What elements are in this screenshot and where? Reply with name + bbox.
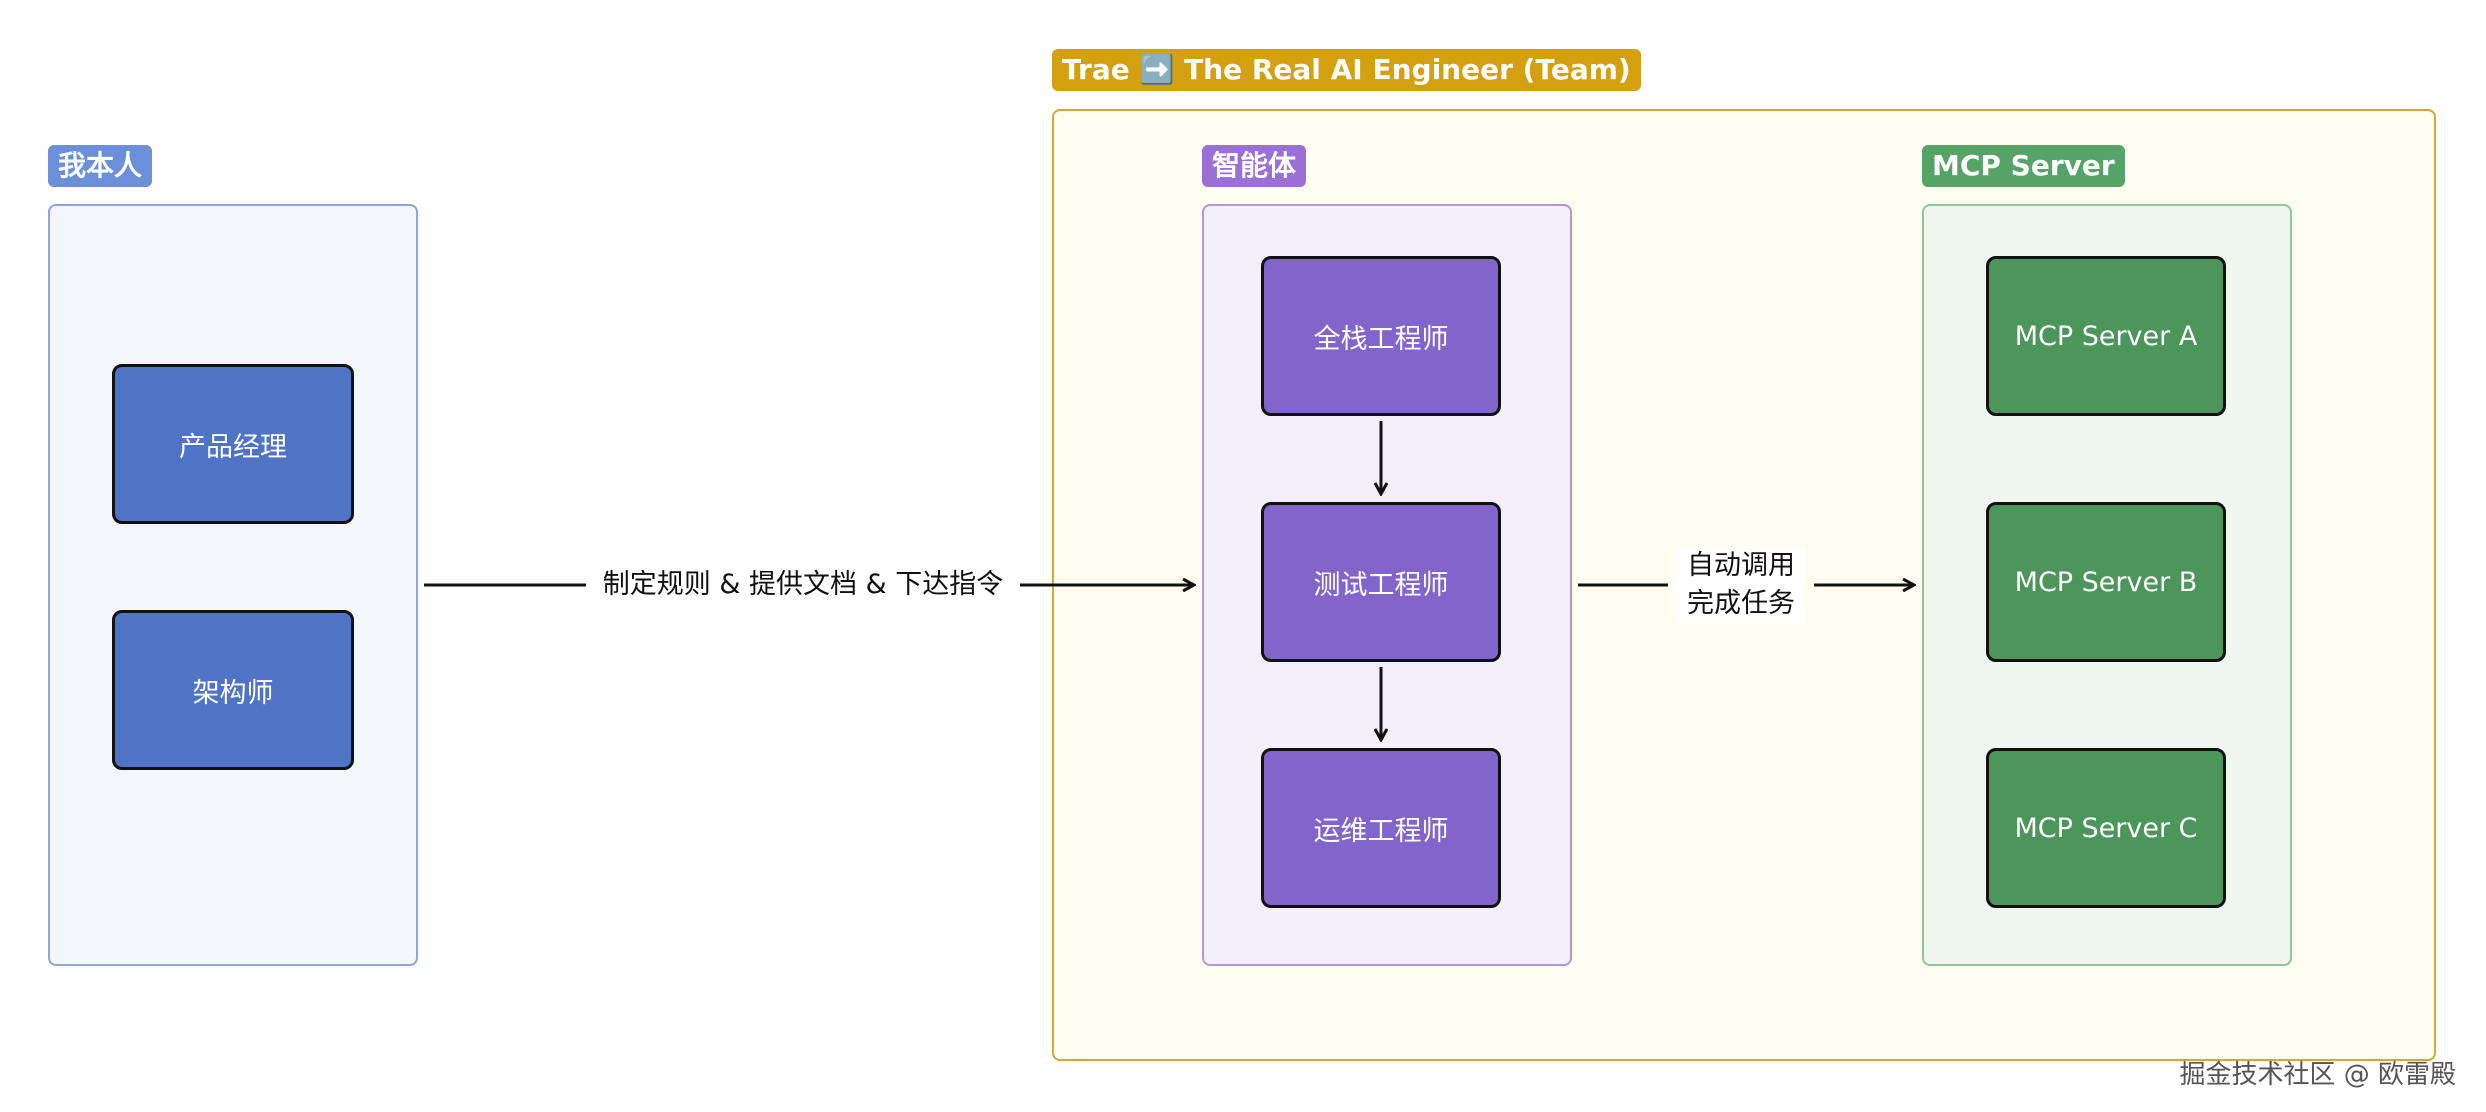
edge-label-instructions: 制定规则 & 提供文档 & 下达指令 — [596, 566, 1010, 604]
self-label: 我本人 — [48, 145, 153, 187]
ops-engineer-node: 运维工程师 — [1261, 748, 1501, 908]
product-manager-node: 产品经理 — [112, 364, 354, 524]
test-engineer-node: 测试工程师 — [1261, 502, 1501, 662]
self-container — [48, 204, 418, 966]
edge-label-auto-invoke: 自动调用 完成任务 — [1676, 547, 1806, 623]
agents-label: 智能体 — [1202, 145, 1307, 187]
mcp-server-b-node: MCP Server B — [1986, 502, 2226, 662]
mcp-label: MCP Server — [1922, 145, 2125, 187]
edge-label-auto-invoke-line2: 完成任务 — [1687, 588, 1795, 619]
mcp-server-c-node: MCP Server C — [1986, 748, 2226, 908]
edge-label-auto-invoke-line1: 自动调用 — [1687, 550, 1795, 581]
watermark: 掘金技术社区 @ 欧雷殿 — [2179, 1060, 2456, 1090]
mcp-server-a-node: MCP Server A — [1986, 256, 2226, 416]
fullstack-engineer-node: 全栈工程师 — [1261, 256, 1501, 416]
team-label: Trae ➡️ The Real AI Engineer (Team) — [1052, 49, 1641, 91]
architect-node: 架构师 — [112, 610, 354, 770]
